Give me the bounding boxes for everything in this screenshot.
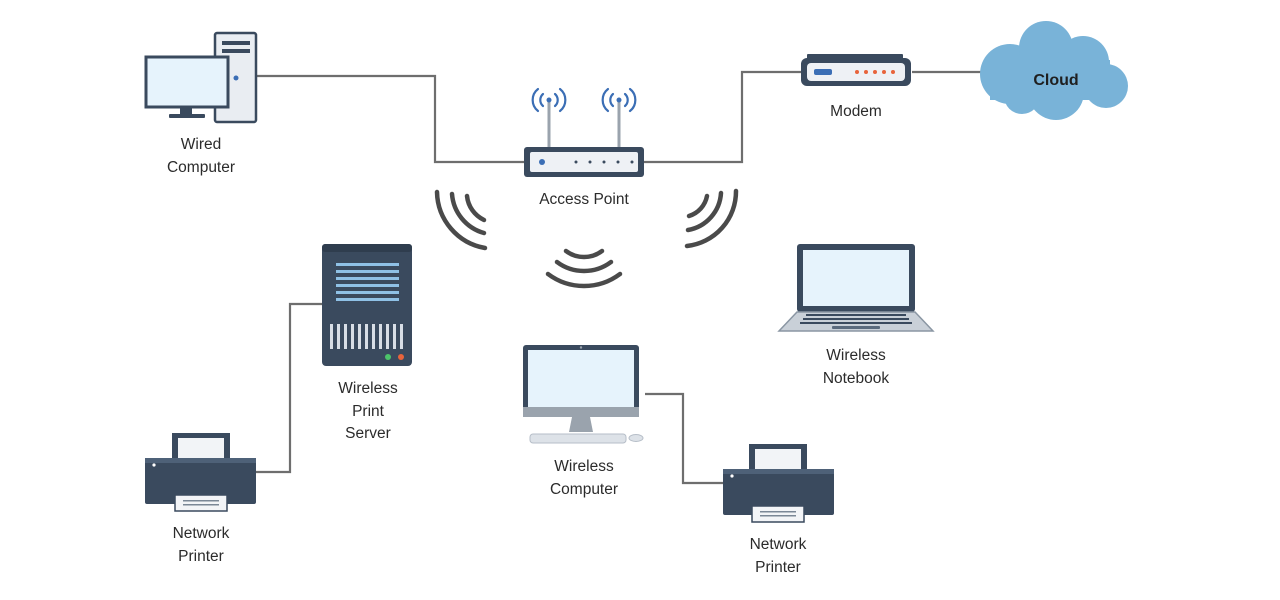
network-printer-left-icon	[145, 433, 256, 512]
wired-computer-label: Wired Computer	[111, 134, 291, 179]
wired-computer-label-line2: Computer	[166, 158, 236, 176]
wireless-print-server-icon	[322, 244, 412, 366]
connection-lines	[256, 70, 982, 485]
cloud-icon	[980, 21, 1128, 120]
link-access-point-to-modem	[644, 70, 803, 164]
wired-computer-icon	[144, 31, 258, 124]
modem-label: Modem	[766, 101, 946, 124]
cloud-label: Cloud	[1033, 72, 1078, 89]
wired-computer-label-line1: Wired	[180, 136, 222, 153]
network-printer-right-icon	[723, 444, 834, 523]
wireless-print-server-label-line2: Print	[352, 402, 384, 420]
network-printer-right-label: Network Printer	[688, 534, 868, 579]
network-printer-left-label-line1: Network	[172, 525, 230, 542]
modem-label-line1: Modem	[830, 103, 882, 120]
wireless-notebook-label-line2: Notebook	[822, 369, 890, 387]
link-wired-computer-to-access-point	[256, 74, 524, 164]
wireless-computer-label-line2: Computer	[549, 480, 619, 498]
wireless-print-server-label-line1: Wireless	[338, 380, 398, 397]
wireless-print-server-label: Wireless Print Server	[278, 378, 458, 446]
network-printer-right-label-line1: Network	[749, 536, 807, 553]
network-printer-left-label-line2: Printer	[178, 547, 224, 565]
wireless-print-server-label-line3: Server	[345, 425, 391, 442]
access-point-label: Access Point	[494, 189, 674, 212]
wireless-notebook-icon	[777, 244, 935, 332]
modem-icon	[801, 54, 911, 86]
wireless-computer-label-line1: Wireless	[554, 458, 614, 475]
access-point-icon	[524, 87, 644, 177]
network-printer-right-label-line2: Printer	[755, 558, 801, 576]
wireless-notebook-label: Wireless Notebook	[766, 345, 946, 390]
wireless-notebook-label-line1: Wireless	[826, 347, 886, 364]
access-point-label-line1: Access Point	[539, 191, 629, 208]
wireless-computer-label: Wireless Computer	[494, 456, 674, 501]
wireless-signal-icon	[434, 188, 739, 289]
wireless-computer-icon	[523, 345, 644, 444]
link-print-server-to-printer	[256, 302, 322, 474]
link-wireless-computer-to-printer	[645, 392, 724, 485]
network-printer-left-label: Network Printer	[111, 523, 291, 568]
